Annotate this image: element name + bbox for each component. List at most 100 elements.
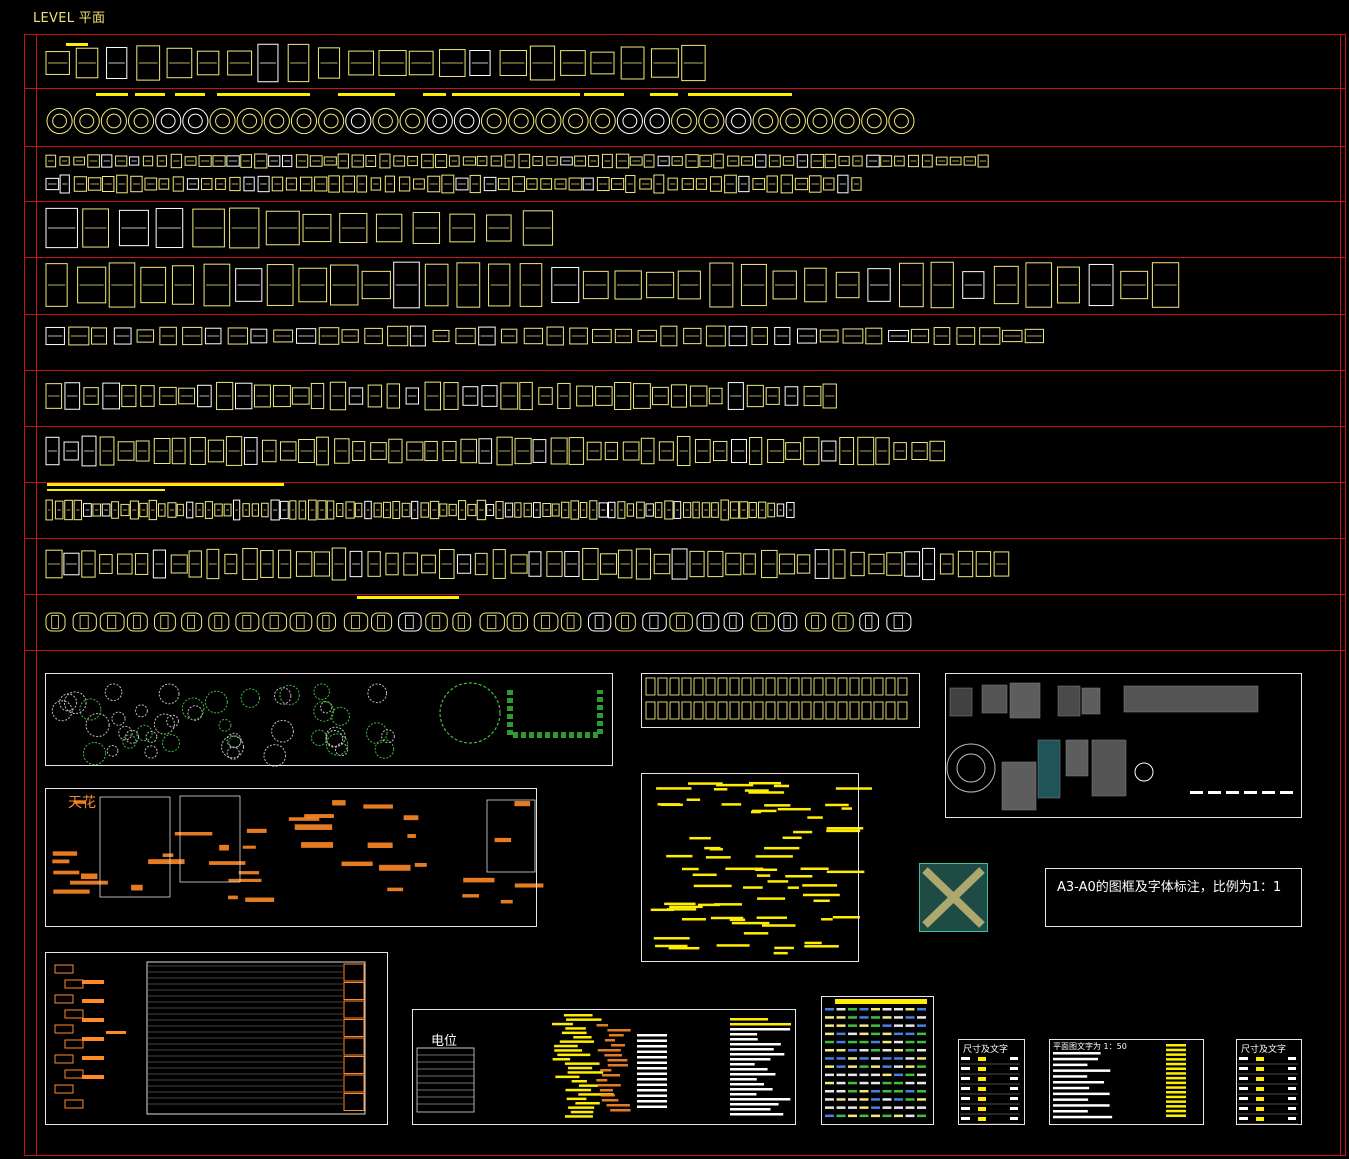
car-icon[interactable] [560,612,582,632]
appliance-icon[interactable] [81,435,97,467]
door-icon[interactable] [993,551,1010,577]
door-icon[interactable] [939,553,954,575]
fixture-icon[interactable] [579,502,588,518]
fixture-icon[interactable] [504,502,514,518]
appliance-icon[interactable] [189,437,206,465]
sofa-icon[interactable] [519,263,543,307]
car-icon[interactable] [750,612,776,632]
fixture-icon[interactable] [589,500,598,520]
chair-icon[interactable] [782,156,795,166]
door-icon[interactable] [188,550,202,578]
cabinet-icon[interactable] [1024,328,1044,344]
appliance-icon[interactable] [261,439,277,463]
sanitary-icon[interactable] [102,382,121,410]
sanitary-icon[interactable] [197,384,212,408]
cabinet-icon[interactable] [204,327,222,345]
car-icon[interactable] [506,612,529,632]
sanitary-icon[interactable] [121,384,137,408]
chair-icon[interactable] [170,153,183,169]
dining-table-icon[interactable] [486,214,512,242]
appliance-icon[interactable] [929,440,946,462]
round-table-icon[interactable] [372,107,399,135]
chair-icon[interactable] [866,154,880,168]
sanitary-icon[interactable] [64,382,81,410]
fixture-icon[interactable] [101,503,111,517]
chair-icon[interactable] [977,154,989,168]
appliance-icon[interactable] [911,442,928,460]
chairs-symbols[interactable] [645,677,908,720]
chair-icon[interactable] [215,178,226,190]
car-icon[interactable] [723,612,744,632]
door-icon[interactable] [528,551,542,577]
chair-icon[interactable] [810,153,824,169]
round-table-icon[interactable] [752,107,779,135]
door-icon[interactable] [313,551,331,577]
door-icon[interactable] [439,549,455,579]
chair-icon[interactable] [768,154,781,168]
sofa-icon[interactable] [993,265,1019,305]
cabinet-icon[interactable] [500,328,518,344]
chair-icon[interactable] [755,154,767,168]
cabinet-icon[interactable] [979,327,1001,345]
appliance-icon[interactable] [460,438,478,464]
round-table-icon[interactable] [562,107,589,135]
sanitary-icon[interactable] [784,386,799,406]
cabinet-icon[interactable] [45,326,65,346]
door-icon[interactable] [421,554,436,574]
fixture-icon[interactable] [298,500,307,520]
round-table-icon[interactable] [481,107,508,135]
chair-icon[interactable] [87,154,100,168]
cabinet-icon[interactable] [364,327,383,345]
sanitary-icon[interactable] [557,382,571,410]
round-table-icon[interactable] [399,107,426,135]
cabinet-icon[interactable] [409,325,426,347]
sofa-icon[interactable] [582,270,609,300]
bed-icon[interactable] [166,47,193,79]
door-icon[interactable] [617,549,633,579]
symbol-row-dining-sets[interactable] [45,207,554,249]
sanitary-icon[interactable] [803,385,822,407]
round-table-icon[interactable] [46,107,73,135]
chair-icon[interactable] [639,178,652,190]
chair-icon[interactable] [837,174,849,194]
fixture-icon[interactable] [654,502,663,518]
chair-icon[interactable] [156,155,167,167]
chair-icon[interactable] [130,175,143,193]
chair-icon[interactable] [921,154,933,168]
chair-icon[interactable] [963,156,976,166]
appliance-icon[interactable] [496,436,513,466]
door-icon[interactable] [546,551,563,577]
door-icon[interactable] [922,547,936,581]
sofa-icon[interactable] [677,270,701,300]
bed-icon[interactable] [106,47,128,79]
cabinet-icon[interactable] [159,326,177,346]
round-table-icon[interactable] [861,107,888,135]
chair-icon[interactable] [421,153,434,169]
chair-icon[interactable] [695,178,707,190]
appliance-icon[interactable] [622,441,640,461]
chair-icon[interactable] [116,174,128,194]
chair-icon[interactable] [342,175,356,193]
bed-icon[interactable] [287,43,310,83]
chair-icon[interactable] [254,153,268,169]
chair-icon[interactable] [780,174,793,194]
sanitary-icon[interactable] [689,385,708,407]
cabinet-icon[interactable] [683,327,702,345]
cabinet-icon[interactable] [546,326,564,346]
plants-panel[interactable] [45,673,613,766]
door-icon[interactable] [278,549,292,579]
door-icon[interactable] [868,553,885,575]
chair-icon[interactable] [229,176,241,192]
chair-icon[interactable] [526,178,538,190]
door-icon[interactable] [796,554,811,574]
fixture-icon[interactable] [289,500,297,520]
chair-icon[interactable] [601,153,613,169]
round-table-icon[interactable] [127,107,155,135]
chair-icon[interactable] [427,175,441,193]
sofa-icon[interactable] [235,268,263,302]
sanitary-icon[interactable] [386,383,401,409]
sanitary-icon[interactable] [159,386,177,406]
dining-table-icon[interactable] [265,210,300,246]
door-icon[interactable] [456,554,472,574]
cabinet-icon[interactable] [797,328,817,344]
